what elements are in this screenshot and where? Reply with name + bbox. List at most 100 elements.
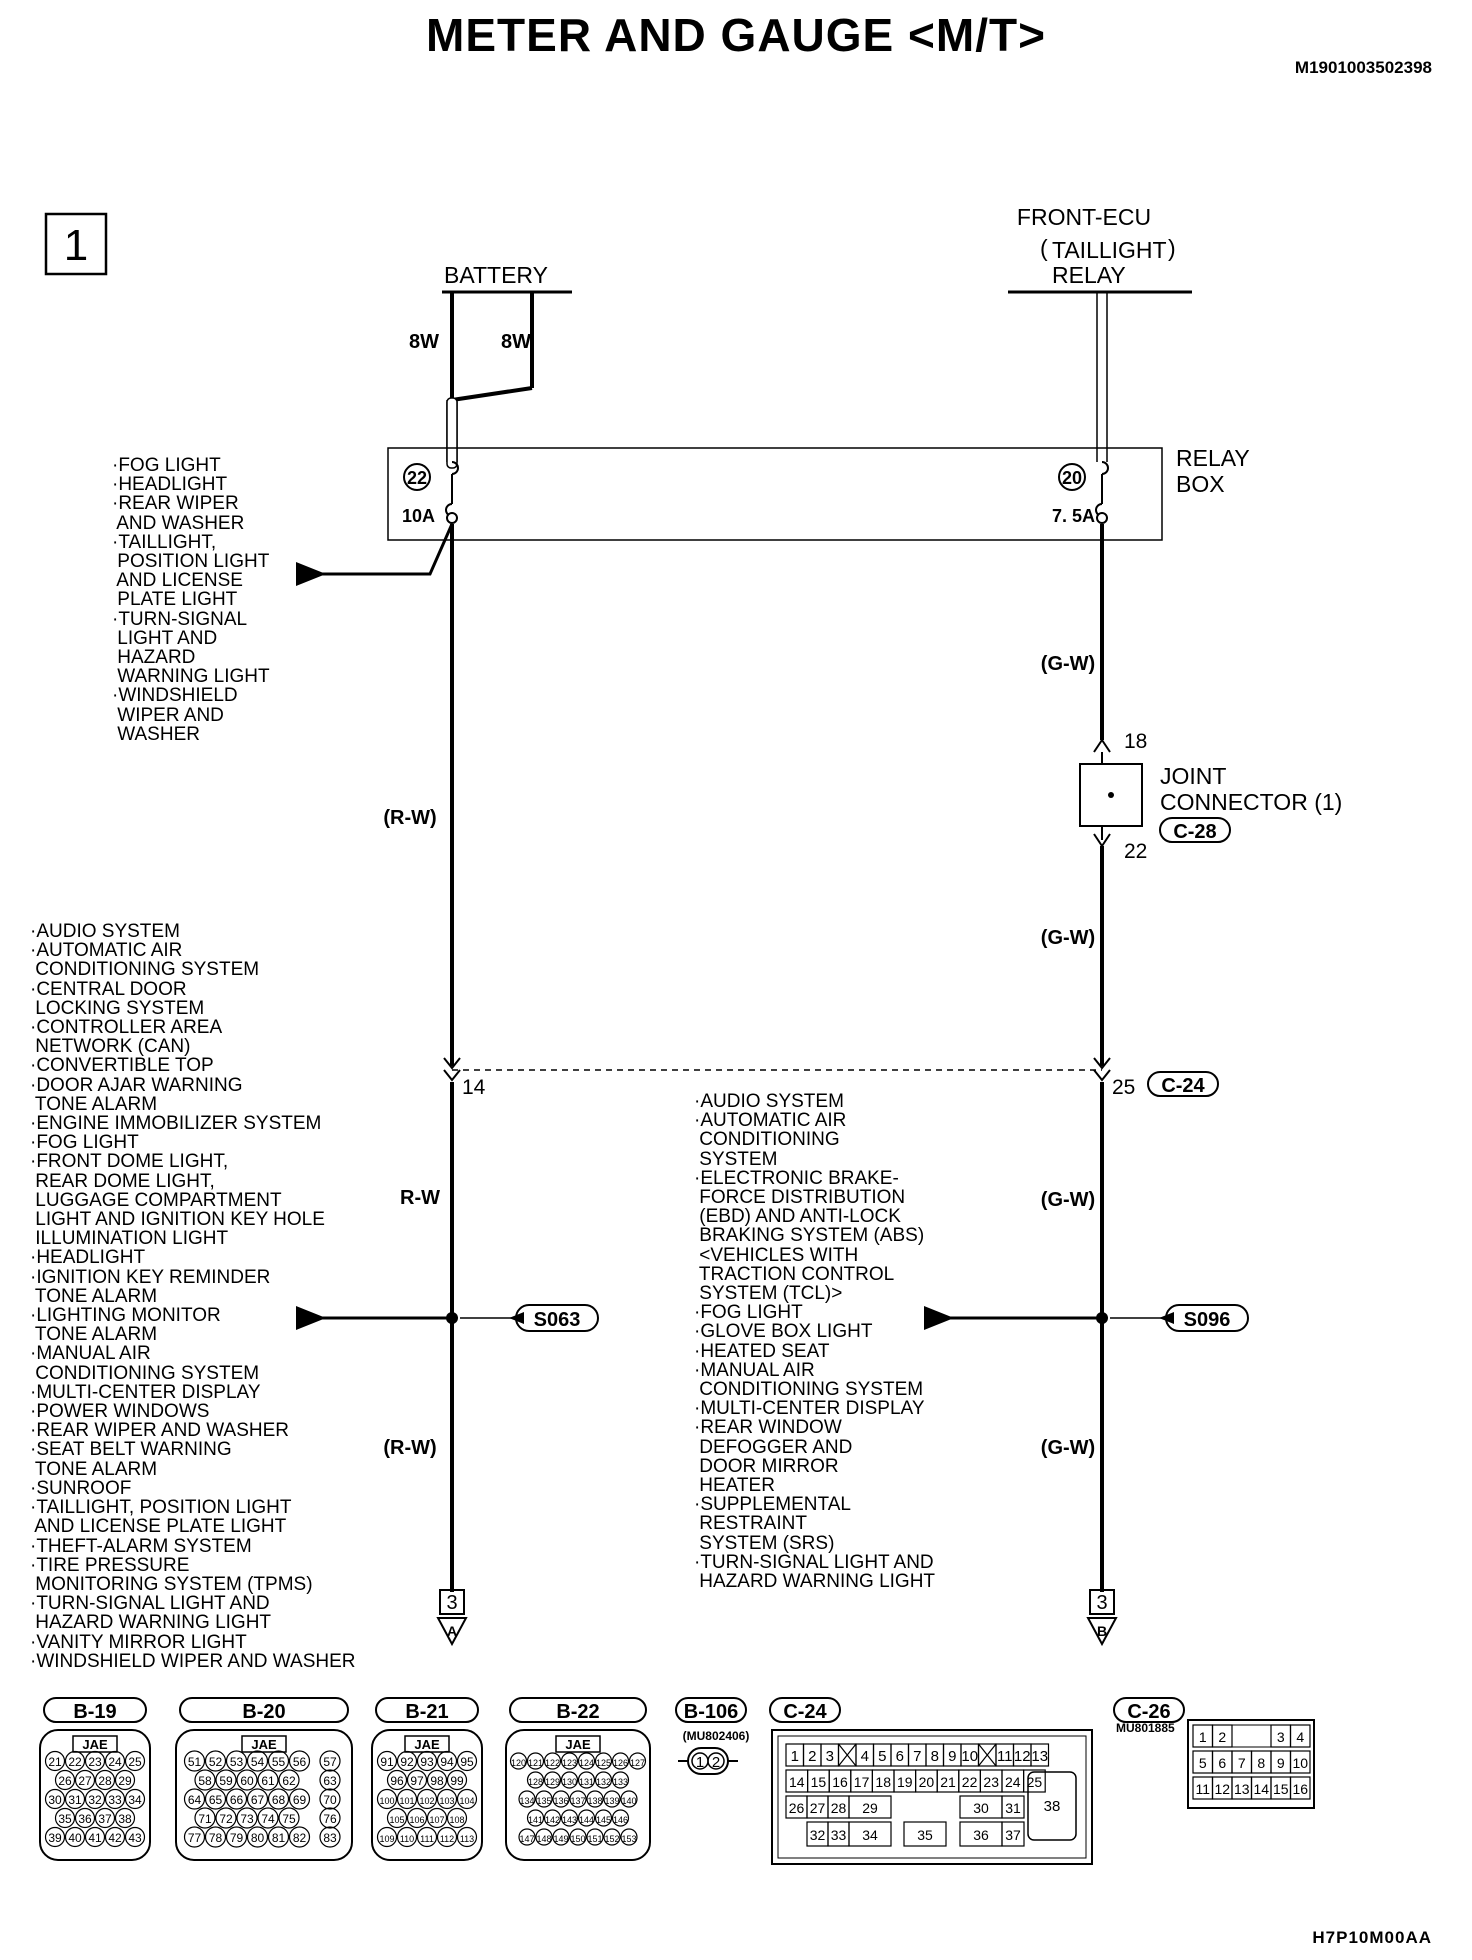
conn-c24-pin-label: 33 — [831, 1827, 847, 1843]
conn-b20-pin — [183, 1750, 206, 1772]
conn-c24-cell — [848, 1821, 892, 1847]
conn-b20-pin-label: 62 — [282, 1774, 296, 1788]
conn-b22-pin — [586, 1790, 604, 1808]
conn-b21-pin-label: 103 — [439, 1796, 454, 1806]
conn-b22-pin — [560, 1771, 579, 1789]
s063-circuit-item: ·IGNITION KEY REMINDER — [30, 1266, 271, 1288]
conn-b20-pin-label: 73 — [240, 1812, 254, 1826]
conn-b106-code: B-106 — [684, 1701, 738, 1723]
conn-b19-pin-label: 42 — [108, 1831, 122, 1845]
conn-b22-pin-label: 129 — [545, 1777, 560, 1787]
conn-b20-pin — [257, 1807, 279, 1829]
conn-b22-code: B-22 — [556, 1701, 599, 1723]
conn-b20-pin-label: 63 — [323, 1774, 337, 1788]
s096-circuit-item: SYSTEM — [694, 1148, 778, 1170]
conn-b20-pin — [225, 1750, 248, 1772]
s063-circuit-item: ·SEAT BELT WARNING — [30, 1439, 232, 1461]
conn-c24-pin-label: 2 — [808, 1748, 816, 1765]
s063-circuit-item: ·TAILLIGHT, POSITION LIGHT — [30, 1497, 292, 1519]
c24-code: C-24 — [1161, 1075, 1205, 1097]
conn-b20-pin-label: 75 — [282, 1812, 296, 1826]
conn-b22-pin-label: 149 — [553, 1834, 568, 1844]
s096-circuit-item: ·TURN-SIGNAL LIGHT AND — [694, 1551, 934, 1573]
s063-circuit-item: NETWORK (CAN) — [30, 1036, 191, 1058]
conn-b20-pin-label: 65 — [209, 1793, 223, 1807]
conn-b21-pin — [386, 1769, 408, 1791]
s096-circuit-item: (EBD) AND ANTI-LOCK — [694, 1206, 901, 1228]
conn-b21-pin-label: 107 — [429, 1815, 444, 1825]
conn-b22-pin — [577, 1771, 596, 1789]
s063-circuit-item: ·LIGHTING MONITOR — [30, 1305, 221, 1327]
conn-b19-pin — [104, 1750, 126, 1772]
s063-circuit-item: ·THEFT-ALARM SYSTEM — [30, 1535, 252, 1557]
conn-b22-pin — [611, 1809, 630, 1827]
conn-b22-pin — [526, 1809, 545, 1827]
splice-s063-badge — [515, 1304, 599, 1332]
relay-box-outline — [387, 447, 1163, 541]
conn-c24-cell — [848, 1795, 892, 1819]
conn-b21-pin — [436, 1788, 458, 1810]
conn-b22-pin-label: 131 — [579, 1777, 594, 1787]
conn-b22-pin — [552, 1790, 570, 1808]
fuse22-circuit-item: ·FOG LIGHT — [112, 455, 221, 476]
conn-b19-pin — [114, 1769, 136, 1791]
s063-circuit-item: ·CENTRAL DOOR — [30, 978, 187, 1000]
conn-b22-pin — [526, 1752, 545, 1770]
conn-b20-pin — [319, 1807, 341, 1829]
s063-circuit-item: ·FRONT DOME LIGHT, — [30, 1151, 229, 1173]
wire-gw-4: (G-W) — [1041, 1437, 1095, 1459]
conn-b19-pin — [124, 1750, 146, 1772]
conn-b19-pin-label: 39 — [48, 1831, 62, 1845]
conn-b21-pin — [396, 1750, 418, 1772]
splice-s096: S096 — [1184, 1309, 1231, 1331]
conn-b19-pin-label: 40 — [68, 1831, 82, 1845]
conn-c24-pin-label: 7 — [913, 1748, 921, 1765]
s063-circuit-item: LIGHT AND IGNITION KEY HOLE — [30, 1209, 325, 1231]
s063-circuit-item: LUGGAGE COMPARTMENT — [30, 1189, 282, 1211]
conn-b20-pin-label: 80 — [251, 1831, 265, 1845]
s063-circuit-item: LOCKING SYSTEM — [30, 997, 205, 1019]
conn-b22-pin-label: 128 — [528, 1777, 543, 1787]
s063-circuit-item: HAZARD WARNING LIGHT — [30, 1612, 272, 1634]
wire-8w-right: 8W — [501, 331, 531, 353]
conn-b19-housing — [39, 1729, 151, 1861]
conn-b19-pin-label: 22 — [68, 1755, 82, 1769]
conn-b21-pin — [426, 1769, 448, 1791]
conn-b20-pin-label: 70 — [323, 1793, 337, 1807]
conn-c24-cell — [1030, 1743, 1050, 1767]
conn-b22-pin — [569, 1790, 587, 1808]
conn-b20-maker: JAE — [251, 1737, 277, 1752]
page-box-label: 1 — [64, 221, 88, 270]
conn-b19-pin — [104, 1788, 126, 1810]
conn-b20-pin-label: 79 — [230, 1831, 244, 1845]
front-ecu-label: FRONT-ECU — [1017, 204, 1151, 230]
conn-b21-pin-label: 99 — [450, 1774, 464, 1788]
conn-b22-maker: JAE — [565, 1737, 591, 1752]
conn-b22-pin-label: 139 — [604, 1796, 619, 1806]
joint-connector-box — [1079, 763, 1143, 827]
conn-b22-pin — [509, 1752, 528, 1770]
page-title: METER AND GAUGE <M/T> — [426, 9, 1046, 61]
conn-b19-pin-label: 29 — [118, 1774, 132, 1788]
jc-label-2: CONNECTOR (1) — [1160, 789, 1342, 815]
conn-b21-pin-label: 98 — [430, 1774, 444, 1788]
s063-circuit-item: ·CONTROLLER AREA — [30, 1017, 223, 1039]
conn-b22-pin-label: 123 — [562, 1758, 577, 1768]
s063-circuit-item: ·ENGINE IMMOBILIZER SYSTEM — [30, 1113, 322, 1135]
s063-circuit-item: ·WINDSHIELD WIPER AND WASHER — [30, 1650, 356, 1672]
conn-b19-pin-label: 30 — [48, 1793, 62, 1807]
battery-label: BATTERY — [444, 262, 548, 288]
conn-b20-badge — [179, 1697, 349, 1723]
conn-b21-badge — [375, 1697, 479, 1723]
conn-b20-pin-label: 76 — [323, 1812, 337, 1826]
conn-b22-pin-label: 152 — [604, 1834, 619, 1844]
conn-b22-pin — [535, 1828, 553, 1846]
s096-circuit-item: ·MULTI-CENTER DISPLAY — [694, 1398, 925, 1420]
conn-b21-pin — [396, 1826, 418, 1848]
conn-b19-maker: JAE — [82, 1737, 108, 1752]
conn-c24-pin-label: 26 — [789, 1800, 805, 1816]
conn-c24-pin-label: 20 — [919, 1774, 935, 1790]
conn-b20-pin — [278, 1807, 300, 1829]
conn-b22-pin-label: 137 — [570, 1796, 585, 1806]
conn-b22-pin-label: 145 — [596, 1815, 611, 1825]
